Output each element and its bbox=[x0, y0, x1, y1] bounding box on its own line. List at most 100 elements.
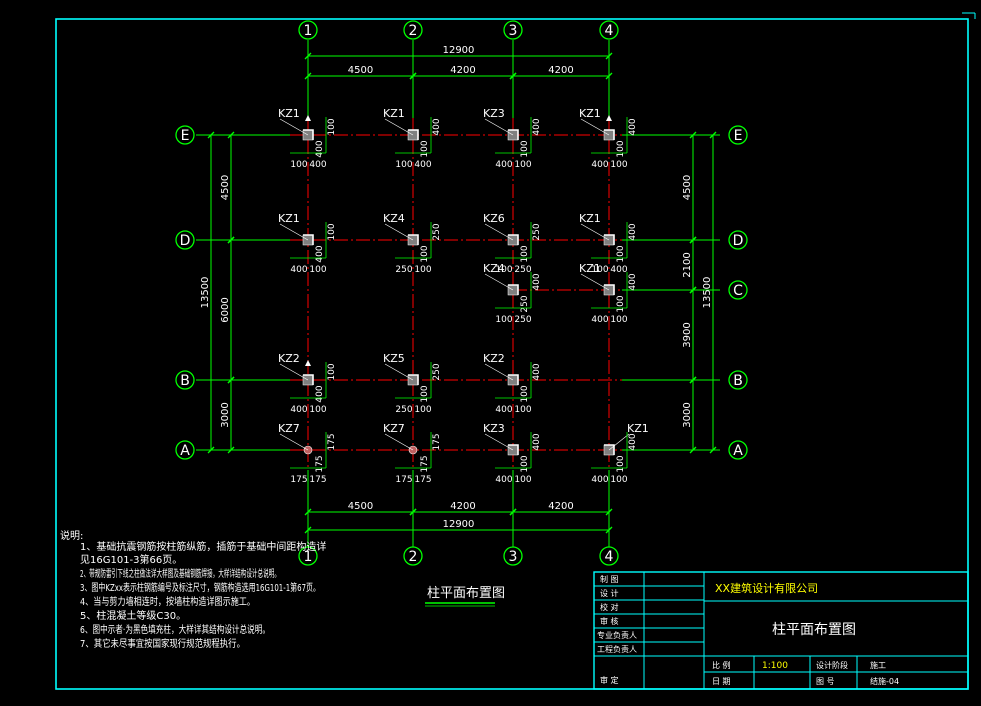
tb-dwg-no-label: 图 号 bbox=[816, 677, 835, 686]
tb-company: XX建筑设计有限公司 bbox=[715, 581, 818, 595]
column-marker-icon bbox=[305, 360, 311, 366]
dimension-tick bbox=[227, 131, 235, 139]
column-dim-text: 100 bbox=[395, 160, 412, 170]
dimension-text: 3000 bbox=[220, 402, 231, 427]
column-dim-text: 250 bbox=[514, 315, 531, 325]
tb-date-label: 日 期 bbox=[712, 677, 731, 686]
grid-bubble-circle bbox=[298, 546, 318, 566]
leader-line bbox=[484, 223, 514, 241]
column-dim-text: 400 bbox=[610, 265, 627, 275]
dimension-tick bbox=[409, 508, 417, 516]
grid-bubble-label: 1 bbox=[304, 23, 313, 39]
column-dim-text: 400 bbox=[290, 405, 307, 415]
leader-line bbox=[580, 118, 610, 136]
dimension-tick bbox=[304, 508, 312, 516]
column-dim-text: 100 bbox=[616, 455, 626, 472]
grid-bubble-label: D bbox=[180, 233, 191, 249]
tb-dwg-no-value: 结施-04 bbox=[870, 676, 899, 686]
column-edge bbox=[604, 444, 615, 455]
dimension-text: 4500 bbox=[348, 65, 373, 76]
column-marker-icon bbox=[305, 115, 311, 121]
grid-bubble-D: D bbox=[175, 230, 195, 250]
tb-approve-label: 审 定 bbox=[600, 675, 619, 685]
grid-bubble-circle bbox=[599, 546, 619, 566]
column-dim-text: 100 bbox=[520, 455, 530, 472]
grid-bubble-circle bbox=[403, 546, 423, 566]
column-dim-text: 400 bbox=[315, 140, 325, 157]
leader-line bbox=[484, 363, 514, 381]
leader-line bbox=[279, 118, 309, 136]
note-line: 3、图中KZxx表示柱钢筋编号及标注尺寸，钢筋构造选用16G101-1第67页。 bbox=[80, 581, 320, 594]
leader-line bbox=[384, 223, 414, 241]
column-label: KZ4 bbox=[483, 262, 505, 275]
dimension-tick bbox=[207, 446, 215, 454]
dimension-tick bbox=[227, 376, 235, 384]
dimension-tick bbox=[689, 131, 697, 139]
dimension-tick bbox=[207, 131, 215, 139]
column-dim-text: 400 bbox=[290, 265, 307, 275]
grid-bubble-circle bbox=[599, 20, 619, 40]
grid-bubble-C: C bbox=[728, 280, 748, 300]
grid-bubble-label: 4 bbox=[605, 549, 614, 565]
grid-bubble-circle bbox=[175, 370, 195, 390]
outer-frame bbox=[55, 18, 969, 690]
grid-bubble-circle bbox=[728, 230, 748, 250]
column-label: KZ7 bbox=[278, 422, 300, 435]
dimension-tick bbox=[227, 236, 235, 244]
column-edge bbox=[508, 234, 519, 245]
column-dim-text: 100 bbox=[520, 385, 530, 402]
note-line: 7、其它未尽事宜按国家现行规范规程执行。 bbox=[80, 637, 245, 650]
column-edge bbox=[604, 234, 615, 245]
dimension-tick bbox=[605, 508, 613, 516]
grid-bubble-circle bbox=[175, 440, 195, 460]
grid-bubble-label: 3 bbox=[509, 549, 518, 565]
grid-bubble-label: E bbox=[734, 128, 743, 144]
column-dim-text: 175 bbox=[395, 475, 412, 485]
grid-bubble-A: A bbox=[175, 440, 195, 460]
column-label: KZ7 bbox=[383, 422, 405, 435]
column-dim-text: 250 bbox=[520, 295, 530, 312]
column-label: KZ2 bbox=[483, 352, 505, 365]
column-dim-text: 100 bbox=[309, 265, 326, 275]
dimension-text: 4200 bbox=[548, 501, 573, 512]
column-dim-text: 400 bbox=[628, 433, 638, 450]
column-dim-text: 100 bbox=[616, 295, 626, 312]
tb-stage-value: 施工 bbox=[870, 660, 886, 670]
note-line: 2、带规防雷引下线之柱做法详大样图及基础钢筋焊接，大样详结构设计总说明。 bbox=[80, 567, 280, 580]
column-dim-text: 100 bbox=[495, 315, 512, 325]
column-edge bbox=[508, 284, 519, 295]
dimension-text: 4200 bbox=[450, 65, 475, 76]
column-edge bbox=[508, 374, 519, 385]
tb-row-label: 校 对 bbox=[600, 602, 619, 612]
column-dim-text: 250 bbox=[532, 223, 542, 240]
column-edge bbox=[604, 284, 615, 295]
grid-bubble-4: 4 bbox=[599, 546, 619, 566]
column-edge bbox=[408, 374, 419, 385]
column-dim-text: 400 bbox=[591, 315, 608, 325]
column-dim-text: 400 bbox=[309, 160, 326, 170]
column-dim-text: 100 bbox=[290, 160, 307, 170]
note-line: 1、基础抗震钢筋按柱筋纵筋，插筋于基础中间距构造详 bbox=[80, 540, 326, 553]
column-dim-text: 400 bbox=[315, 245, 325, 262]
column-label: KZ6 bbox=[483, 212, 505, 225]
column-dim-text: 175 bbox=[420, 455, 430, 472]
grid-bubble-1: 1 bbox=[298, 20, 318, 40]
leader-line bbox=[384, 363, 414, 381]
leader-line bbox=[580, 223, 610, 241]
column-label: KZ2 bbox=[278, 352, 300, 365]
dimension-tick bbox=[304, 72, 312, 80]
dimension-tick bbox=[227, 446, 235, 454]
column-label: KZ3 bbox=[483, 107, 505, 120]
grid-bubble-circle bbox=[175, 230, 195, 250]
column-marker-icon bbox=[606, 115, 612, 121]
leader-line bbox=[484, 273, 514, 291]
column-dim-text: 250 bbox=[432, 363, 442, 380]
